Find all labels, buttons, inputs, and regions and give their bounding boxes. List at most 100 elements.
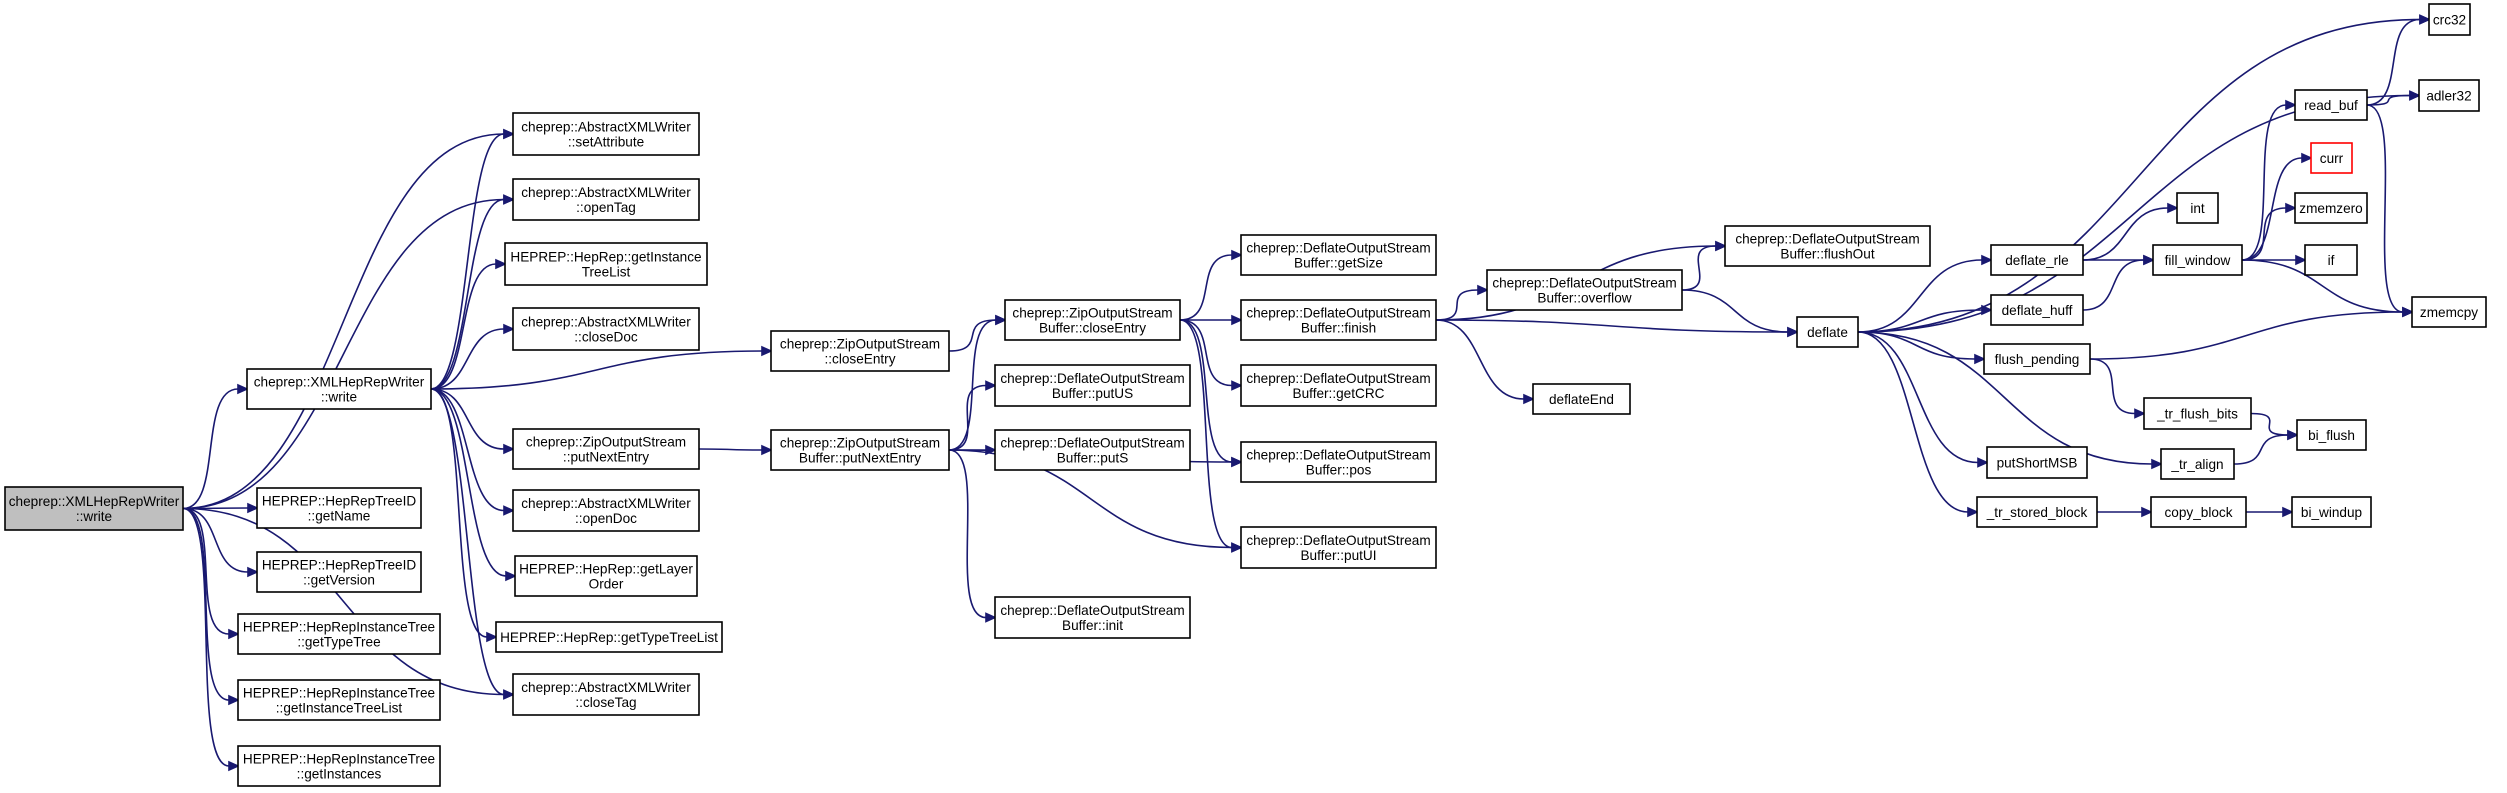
node-box [495, 621, 723, 653]
node-label: HEPREP::HepRep::getLayer [519, 562, 693, 577]
arrowhead [1477, 284, 1489, 296]
node-box [1240, 441, 1437, 483]
edge-deflate-to-tr_stored_block [1857, 331, 1969, 513]
node-overflow[interactable]: cheprep::DeflateOutputStreamBuffer::over… [1486, 269, 1683, 311]
edge-deflate-to-deflate_rle [1857, 259, 1983, 333]
node-bi-windup[interactable]: bi_windup [2291, 496, 2372, 528]
arrowhead [761, 345, 773, 357]
node-zipCloseEntry[interactable]: cheprep::ZipOutputStream::closeEntry [770, 330, 950, 372]
node-box [994, 429, 1191, 471]
node-closeDoc[interactable]: cheprep::AbstractXMLWriter::closeDoc [512, 307, 700, 351]
node-flushOut[interactable]: cheprep::DeflateOutputStreamBuffer::flus… [1724, 225, 1931, 267]
node-label: Buffer::putUI [1300, 548, 1376, 563]
node-box [256, 487, 422, 529]
edge-deflate-to-deflate_huff [1857, 309, 1983, 333]
arrowhead [228, 694, 240, 706]
node-getInstTreeList[interactable]: HEPREP::HepRepInstanceTree::getInstanceT… [237, 679, 441, 721]
node-label: ::getTypeTree [297, 635, 380, 650]
node-copy-block[interactable]: copy_block [2150, 496, 2247, 528]
node-label: _tr_stored_block [1986, 505, 2088, 520]
node-putShortMSB[interactable]: putShortMSB [1986, 446, 2088, 479]
node-getTypeTreeList[interactable]: HEPREP::HepRep::getTypeTreeList [495, 621, 723, 653]
node-getName[interactable]: HEPREP::HepRepTreeID::getName [256, 487, 422, 529]
node-box [512, 489, 700, 532]
node-deflateEnd[interactable]: deflateEnd [1532, 383, 1631, 415]
node-label: ::getInstanceTreeList [276, 701, 403, 716]
node-label: ::openDoc [575, 511, 637, 526]
arrowhead [1787, 326, 1799, 338]
node-finish[interactable]: cheprep::DeflateOutputStreamBuffer::fini… [1240, 299, 1437, 341]
node-tr-stored-block[interactable]: _tr_stored_block [1976, 496, 2098, 528]
node-putUI[interactable]: cheprep::DeflateOutputStreamBuffer::putU… [1240, 526, 1437, 569]
node-tr-flush-bits[interactable]: _tr_flush_bits [2143, 397, 2252, 430]
arrowhead [1231, 249, 1243, 261]
node-label: deflateEnd [1549, 392, 1614, 407]
node-w2[interactable]: cheprep::XMLHepRepWriter::write [246, 368, 432, 410]
node-zmemcpy[interactable]: zmemcpy [2411, 296, 2487, 328]
arrowhead [1523, 393, 1535, 405]
node-box [1240, 526, 1437, 569]
node-deflate-rle[interactable]: deflate_rle [1990, 244, 2084, 276]
node-zbPutNext[interactable]: cheprep::ZipOutputStreamBuffer::putNextE… [770, 429, 950, 471]
node-crc32[interactable]: crc32 [2428, 3, 2471, 36]
node-label: cheprep::AbstractXMLWriter [521, 120, 691, 135]
node-deflate[interactable]: deflate [1796, 316, 1859, 348]
node-closeTag[interactable]: cheprep::AbstractXMLWriter::closeTag [512, 673, 700, 716]
node-zipPutNext[interactable]: cheprep::ZipOutputStream::putNextEntry [512, 428, 700, 470]
node-box [1532, 383, 1631, 415]
node-getTypeTree[interactable]: HEPREP::HepRepInstanceTree::getTypeTree [237, 613, 441, 655]
node-label: _tr_align [2170, 457, 2223, 472]
node-label: HEPREP::HepRepInstanceTree [243, 620, 435, 635]
node-getCRC[interactable]: cheprep::DeflateOutputStreamBuffer::getC… [1240, 364, 1437, 407]
node-zmemzero[interactable]: zmemzero [2294, 192, 2368, 224]
node-label: cheprep::DeflateOutputStream [1246, 306, 1430, 321]
node-label: Buffer::init [1062, 618, 1123, 633]
node-box [237, 613, 441, 655]
edge-tr_align-to-bi_flush [2233, 434, 2289, 465]
node-zbCloseEntry[interactable]: cheprep::ZipOutputStreamBuffer::closeEnt… [1004, 299, 1181, 341]
node-box [1486, 269, 1683, 311]
node-box [1724, 225, 1931, 267]
node-label: cheprep::ZipOutputStream [780, 337, 940, 352]
node-label: Buffer::putUS [1052, 386, 1133, 401]
node-root[interactable]: cheprep::XMLHepRepWriter::write [4, 486, 184, 531]
node-getInstTreeList2[interactable]: HEPREP::HepRep::getInstanceTreeList [504, 242, 708, 286]
node-box [2291, 496, 2372, 528]
node-label: HEPREP::HepRepInstanceTree [243, 752, 435, 767]
edge-w2-to-zipCloseEntry [430, 350, 763, 390]
arrowhead [1977, 457, 1989, 468]
node-openTag[interactable]: cheprep::AbstractXMLWriter::openTag [512, 178, 700, 221]
node-tr-align[interactable]: _tr_align [2160, 448, 2235, 480]
node-setAttribute[interactable]: cheprep::AbstractXMLWriter::setAttribute [512, 112, 700, 156]
node-box [2411, 296, 2487, 328]
node-deflate-huff[interactable]: deflate_huff [1990, 294, 2084, 326]
node-flush-pending[interactable]: flush_pending [1983, 343, 2091, 375]
node-label: bi_windup [2301, 505, 2362, 520]
node-getVersion[interactable]: HEPREP::HepRepTreeID::getVersion [256, 551, 422, 593]
node-label: cheprep::ZipOutputStream [780, 436, 940, 451]
node-label: ::putNextEntry [563, 450, 649, 465]
node-label: Buffer::pos [1306, 463, 1372, 478]
arrowhead [503, 505, 515, 516]
node-label: cheprep::XMLHepRepWriter [254, 375, 425, 390]
node-getInstances[interactable]: HEPREP::HepRepInstanceTree::getInstances [237, 745, 441, 787]
node-if[interactable]: if [2304, 244, 2358, 276]
node-read-buf[interactable]: read_buf [2294, 89, 2368, 121]
node-curr[interactable]: curr [2310, 142, 2353, 174]
node-bi-flush[interactable]: bi_flush [2296, 419, 2367, 451]
edge-overflow-to-flushOut [1681, 245, 1717, 291]
edge-deflate_huff-to-fill_window [2082, 259, 2145, 311]
node-box [1004, 299, 1181, 341]
node-fill-window[interactable]: fill_window [2152, 244, 2243, 276]
node-int[interactable]: int [2176, 192, 2219, 224]
node-putUS[interactable]: cheprep::DeflateOutputStreamBuffer::putU… [994, 364, 1191, 407]
node-label: ::closeDoc [574, 330, 638, 345]
node-adler32[interactable]: adler32 [2418, 79, 2480, 112]
node-openDoc[interactable]: cheprep::AbstractXMLWriter::openDoc [512, 489, 700, 532]
node-box [514, 555, 698, 597]
node-getSize[interactable]: cheprep::DeflateOutputStreamBuffer::getS… [1240, 234, 1437, 276]
